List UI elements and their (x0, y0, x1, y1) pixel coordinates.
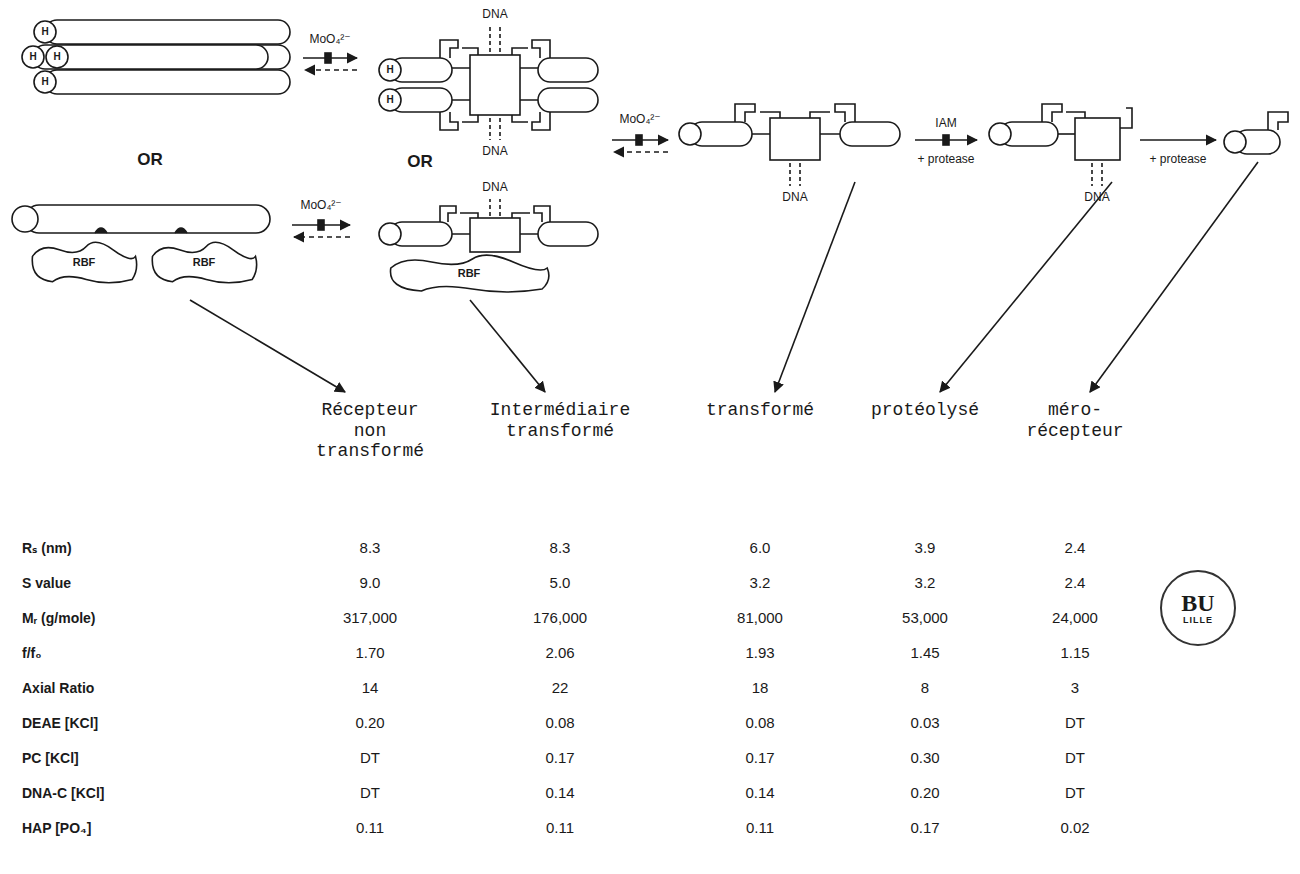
table-cell: 0.11 (356, 819, 384, 836)
node-text: LILLE (1183, 616, 1213, 625)
node-text: BU (1181, 591, 1214, 616)
reagent-label: + protease (917, 153, 974, 167)
table-cell: 8.3 (360, 539, 381, 556)
helix-mark: H (53, 51, 60, 63)
reagent-label: DNA (1084, 191, 1109, 205)
form-name: transformé (706, 400, 814, 421)
rbf-blob: RBF (28, 241, 140, 285)
table-cell: 53,000 (902, 609, 948, 626)
table-cell: 0.14 (545, 784, 574, 801)
table-cell: 8.3 (550, 539, 571, 556)
row-header: f/f₀ (22, 645, 42, 661)
form-name: Intermédiaire transformé (485, 400, 635, 441)
table-cell: 0.11 (546, 819, 574, 836)
table-cell: 1.15 (1060, 644, 1089, 661)
table-cell: 0.20 (355, 714, 384, 731)
table-cell: DT (360, 749, 380, 766)
table-cell: 2.4 (1065, 574, 1086, 591)
reagent-label: MoO₄²⁻ (309, 33, 350, 47)
table-cell: 176,000 (533, 609, 587, 626)
table-cell: 3 (1071, 679, 1079, 696)
table-cell: 0.17 (745, 749, 774, 766)
table-cell: 24,000 (1052, 609, 1098, 626)
table-cell: DT (1065, 714, 1085, 731)
table-cell: 1.45 (910, 644, 939, 661)
row-header: PC [KCl] (22, 750, 79, 766)
table-cell: 0.20 (910, 784, 939, 801)
table-cell: 18 (752, 679, 769, 696)
reagent-label: + protease (1149, 153, 1206, 167)
table-cell: 3.9 (915, 539, 936, 556)
table-cell: 1.93 (745, 644, 774, 661)
reagent-label: MoO₄²⁻ (619, 113, 660, 127)
node-text: RBF (458, 268, 481, 280)
row-header: Axial Ratio (22, 680, 94, 696)
rbf-blob: RBF (384, 254, 554, 294)
table-cell: 6.0 (750, 539, 771, 556)
row-header: HAP [PO₄] (22, 820, 91, 836)
table-cell: 0.30 (910, 749, 939, 766)
reagent-label: MoO₄²⁻ (300, 199, 341, 213)
table-cell: 3.2 (915, 574, 936, 591)
reagent-label: DNA (482, 145, 507, 159)
row-header: DEAE [KCl] (22, 715, 98, 731)
form-name: Récepteur non transformé (310, 400, 430, 462)
table-cell: 1.70 (355, 644, 384, 661)
helix-mark: H (386, 64, 393, 76)
table-cell: 9.0 (360, 574, 381, 591)
table-cell: 0.17 (545, 749, 574, 766)
or-label: OR (137, 150, 163, 170)
table-cell: 14 (362, 679, 379, 696)
table-cell: 317,000 (343, 609, 397, 626)
or-label: OR (407, 152, 433, 172)
rbf-blob: RBF (148, 241, 260, 285)
table-cell: 8 (921, 679, 929, 696)
table-cell: 0.02 (1060, 819, 1089, 836)
table-cell: DT (1065, 749, 1085, 766)
helix-mark: H (386, 94, 393, 106)
helix-mark: H (41, 76, 48, 88)
table-cell: 0.08 (745, 714, 774, 731)
helix-mark: H (41, 26, 48, 38)
table-cell: 0.14 (745, 784, 774, 801)
reagent-label: DNA (782, 191, 807, 205)
table-cell: 2.4 (1065, 539, 1086, 556)
reagent-label: IAM (935, 117, 956, 131)
table-cell: 22 (552, 679, 569, 696)
table-cell: 3.2 (750, 574, 771, 591)
table-cell: DT (360, 784, 380, 801)
table-cell: 81,000 (737, 609, 783, 626)
table-cell: 0.17 (910, 819, 939, 836)
table-cell: 0.11 (746, 819, 774, 836)
table-cell: 2.06 (545, 644, 574, 661)
row-header: Rₛ (nm) (22, 540, 72, 556)
helix-mark: H (29, 51, 36, 63)
library-stamp: BULILLE (1160, 570, 1236, 646)
row-header: Mᵣ (g/mole) (22, 610, 96, 626)
row-header: S value (22, 575, 71, 591)
table-cell: 0.08 (545, 714, 574, 731)
reagent-label: DNA (482, 8, 507, 22)
reagent-label: DNA (482, 181, 507, 195)
table-cell: 0.03 (910, 714, 939, 731)
row-header: DNA-C [KCl] (22, 785, 104, 801)
table-cell: DT (1065, 784, 1085, 801)
form-name: méro- récepteur (1019, 400, 1131, 441)
form-name: protéolysé (871, 400, 979, 421)
node-text: RBF (73, 257, 96, 269)
node-text: RBF (193, 257, 216, 269)
table-cell: 5.0 (550, 574, 571, 591)
